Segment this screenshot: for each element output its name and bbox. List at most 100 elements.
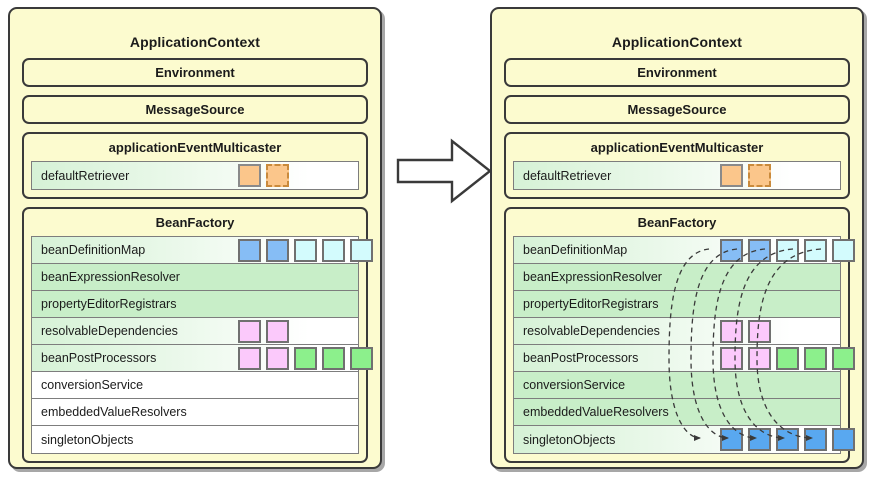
table-row: beanDefinitionMap	[32, 237, 373, 264]
row-label: resolvableDependencies	[41, 324, 178, 338]
bean-cell-pink	[720, 319, 743, 343]
table-row: propertyEditorRegistrars	[32, 291, 358, 318]
bean-cell-cyan	[776, 238, 799, 262]
bean-cell-blue-solid	[720, 428, 743, 451]
row-label: beanExpressionResolver	[41, 270, 180, 284]
table-row: embeddedValueResolvers	[514, 399, 840, 426]
bean-cell-orange	[238, 164, 261, 187]
table-row: defaultRetriever	[32, 162, 358, 189]
row-label: defaultRetriever	[523, 168, 612, 183]
bean-cell-blue	[720, 238, 743, 262]
right-arrow-icon	[396, 138, 492, 204]
environment-box-left: Environment	[22, 58, 368, 87]
table-row: beanExpressionResolver	[32, 264, 358, 291]
event-multicaster-rows-right: defaultRetriever	[513, 161, 841, 190]
row-label: beanDefinitionMap	[523, 243, 628, 257]
table-row: singletonObjects	[514, 426, 855, 453]
table-row: resolvableDependencies	[514, 318, 840, 345]
bean-factory-label: BeanFactory	[155, 215, 235, 230]
bean-cell-blue-solid	[776, 428, 799, 451]
row-label: beanExpressionResolver	[523, 270, 662, 284]
cell-group	[238, 345, 378, 371]
bean-cell-blue	[266, 238, 289, 262]
cell-group	[720, 237, 860, 263]
bean-cell-blue-solid	[804, 428, 827, 451]
message-source-label: MessageSource	[145, 102, 245, 117]
bean-cell-blue	[238, 238, 261, 262]
bean-cell-cyan	[294, 238, 317, 262]
table-row: defaultRetriever	[514, 162, 840, 189]
table-row: resolvableDependencies	[32, 318, 358, 345]
row-label: conversionService	[523, 378, 626, 392]
bean-cell-cyan	[832, 238, 855, 262]
event-multicaster-rows-left: defaultRetriever	[31, 161, 359, 190]
bean-cell-cyan	[804, 238, 827, 262]
message-source-label: MessageSource	[627, 102, 727, 117]
bean-cell-blue-solid	[832, 428, 855, 451]
page-title-right: ApplicationContext	[611, 34, 743, 50]
row-label: defaultRetriever	[41, 168, 130, 183]
row-label: conversionService	[41, 378, 144, 392]
bean-factory-box-left: BeanFactory beanDefinitionMap beanExpress…	[22, 207, 373, 463]
bean-factory-rows-left: beanDefinitionMap beanExpressionResolver p…	[31, 236, 373, 454]
row-label: embeddedValueResolvers	[41, 405, 187, 419]
bean-cell-green	[776, 346, 799, 370]
row-label: propertyEditorRegistrars	[523, 297, 659, 311]
environment-label: Environment	[155, 65, 235, 80]
table-row: conversionService	[32, 372, 358, 399]
row-label: resolvableDependencies	[523, 324, 660, 338]
bean-cell-orange	[266, 164, 289, 187]
event-multicaster-label: applicationEventMulticaster	[590, 140, 764, 155]
application-context-panel-after: ApplicationContext Environment MessageSo…	[490, 7, 864, 469]
cell-group	[238, 237, 378, 263]
bean-cell-pink	[748, 319, 771, 343]
row-label: beanPostProcessors	[523, 351, 639, 365]
bean-factory-label: BeanFactory	[637, 215, 717, 230]
bean-cell-green	[294, 346, 317, 370]
event-multicaster-box-left: applicationEventMulticaster defaultRetri…	[22, 132, 368, 199]
bean-cell-cyan	[322, 238, 345, 262]
bean-cell-green	[832, 346, 855, 370]
bean-cell-blue-solid	[748, 428, 771, 451]
row-label: singletonObjects	[41, 432, 134, 447]
table-row: propertyEditorRegistrars	[514, 291, 840, 318]
bean-cell-blue	[748, 238, 771, 262]
environment-box-right: Environment	[504, 58, 850, 87]
cell-group	[720, 162, 776, 189]
table-row: beanExpressionResolver	[514, 264, 840, 291]
row-label: propertyEditorRegistrars	[41, 297, 177, 311]
cell-group	[720, 345, 860, 371]
bean-cell-cyan	[350, 238, 373, 262]
bean-cell-pink	[238, 319, 261, 343]
application-context-panel-before: ApplicationContext Environment MessageSo…	[8, 7, 382, 469]
cell-group	[238, 162, 294, 189]
bean-cell-pink	[266, 319, 289, 343]
bean-cell-pink	[238, 346, 261, 370]
table-row: conversionService	[514, 372, 840, 399]
page-title-left: ApplicationContext	[129, 34, 261, 50]
row-label: beanDefinitionMap	[41, 243, 146, 257]
cell-group	[720, 426, 860, 453]
bean-cell-green	[350, 346, 373, 370]
table-row: singletonObjects	[32, 426, 358, 453]
row-label: singletonObjects	[523, 432, 616, 447]
bean-cell-orange	[720, 164, 743, 187]
row-label: beanPostProcessors	[41, 351, 157, 365]
event-multicaster-label: applicationEventMulticaster	[108, 140, 282, 155]
bean-cell-orange	[748, 164, 771, 187]
environment-label: Environment	[637, 65, 717, 80]
event-multicaster-box-right: applicationEventMulticaster defaultRetri…	[504, 132, 850, 199]
bean-factory-box-right: BeanFactory beanDefinitionMap beanExpress…	[504, 207, 855, 463]
bean-factory-rows-right: beanDefinitionMap beanExpressionResolver p…	[513, 236, 855, 454]
message-source-box-left: MessageSource	[22, 95, 368, 124]
table-row: embeddedValueResolvers	[32, 399, 358, 426]
message-source-box-right: MessageSource	[504, 95, 850, 124]
cell-group	[720, 318, 776, 344]
bean-cell-pink	[748, 346, 771, 370]
bean-cell-green	[804, 346, 827, 370]
bean-cell-pink	[720, 346, 743, 370]
table-row: beanDefinitionMap	[514, 237, 855, 264]
table-row: beanPostProcessors	[32, 345, 373, 372]
table-row: beanPostProcessors	[514, 345, 855, 372]
bean-cell-green	[322, 346, 345, 370]
